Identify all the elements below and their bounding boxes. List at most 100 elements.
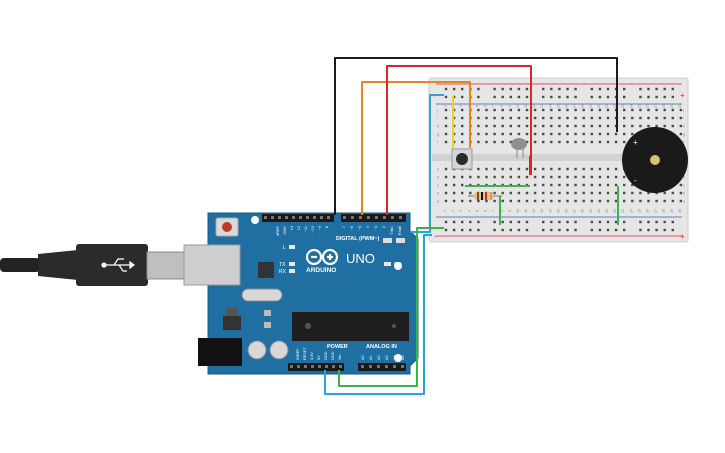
breadboard-hole[interactable] — [606, 167, 610, 171]
breadboard-hole[interactable] — [517, 132, 521, 136]
breadboard-hole[interactable] — [566, 140, 569, 144]
breadboard-hole[interactable] — [509, 199, 512, 203]
breadboard-hole[interactable] — [493, 167, 496, 171]
rail-hole[interactable] — [501, 220, 504, 224]
breadboard-hole[interactable] — [444, 191, 448, 195]
breadboard-hole[interactable] — [566, 132, 569, 136]
breadboard-hole[interactable] — [606, 199, 610, 203]
rail-hole[interactable] — [663, 228, 666, 232]
rail-hole[interactable] — [590, 95, 593, 99]
header-pin[interactable] — [327, 216, 330, 219]
breadboard-hole[interactable] — [517, 108, 521, 112]
breadboard-hole[interactable] — [631, 108, 634, 112]
breadboard-hole[interactable] — [477, 175, 480, 179]
breadboard-hole[interactable] — [542, 199, 545, 203]
breadboard-hole[interactable] — [525, 175, 529, 179]
breadboard-hole[interactable] — [525, 199, 529, 203]
breadboard-hole[interactable] — [452, 191, 456, 195]
breadboard-hole[interactable] — [501, 108, 504, 112]
header-pin[interactable] — [393, 365, 396, 368]
rail-hole[interactable] — [558, 220, 561, 224]
rail-hole[interactable] — [671, 95, 674, 99]
breadboard-hole[interactable] — [647, 116, 650, 120]
rail-hole[interactable] — [444, 220, 448, 224]
rail-hole[interactable] — [558, 95, 561, 99]
rail-hole[interactable] — [461, 95, 464, 99]
header-pin[interactable] — [311, 365, 314, 368]
breadboard-hole[interactable] — [582, 140, 585, 144]
rail-hole[interactable] — [671, 220, 674, 224]
breadboard-hole[interactable] — [501, 175, 504, 179]
breadboard-hole[interactable] — [623, 132, 626, 136]
rail-hole[interactable] — [477, 220, 480, 224]
rail-hole[interactable] — [469, 228, 472, 232]
breadboard-hole[interactable] — [598, 108, 602, 112]
breadboard-hole[interactable] — [655, 199, 658, 203]
breadboard-hole[interactable] — [485, 140, 488, 144]
header-pin[interactable] — [375, 216, 378, 219]
breadboard-hole[interactable] — [485, 132, 488, 136]
header-pin[interactable] — [325, 365, 328, 368]
rail-hole[interactable] — [639, 228, 642, 232]
breadboard-hole[interactable] — [598, 199, 602, 203]
breadboard-hole[interactable] — [606, 140, 610, 144]
breadboard-hole[interactable] — [582, 183, 585, 187]
rail-hole[interactable] — [663, 87, 666, 91]
breadboard-hole[interactable] — [623, 191, 626, 195]
breadboard-hole[interactable] — [461, 116, 464, 120]
rail-hole[interactable] — [623, 87, 626, 91]
breadboard-hole[interactable] — [631, 132, 634, 136]
breadboard-hole[interactable] — [639, 116, 642, 120]
rail-hole[interactable] — [444, 87, 448, 91]
breadboard-hole[interactable] — [582, 108, 585, 112]
header-pin[interactable] — [343, 216, 346, 219]
breadboard-hole[interactable] — [566, 199, 569, 203]
breadboard-hole[interactable] — [671, 124, 674, 128]
breadboard-hole[interactable] — [582, 124, 585, 128]
breadboard-hole[interactable] — [566, 191, 569, 195]
breadboard-hole[interactable] — [663, 191, 666, 195]
breadboard-hole[interactable] — [663, 124, 666, 128]
rail-hole[interactable] — [590, 87, 593, 91]
breadboard-hole[interactable] — [614, 199, 618, 203]
rail-hole[interactable] — [566, 87, 569, 91]
breadboard-hole[interactable] — [606, 175, 610, 179]
breadboard-hole[interactable] — [477, 124, 480, 128]
breadboard-hole[interactable] — [542, 108, 545, 112]
header-pin[interactable] — [367, 216, 370, 219]
rail-hole[interactable] — [647, 228, 650, 232]
header-pin[interactable] — [285, 216, 288, 219]
breadboard-hole[interactable] — [444, 167, 448, 171]
rail-hole[interactable] — [590, 220, 593, 224]
breadboard-hole[interactable] — [558, 132, 561, 136]
breadboard-hole[interactable] — [477, 132, 480, 136]
breadboard-hole[interactable] — [606, 124, 610, 128]
breadboard-hole[interactable] — [582, 175, 585, 179]
breadboard-hole[interactable] — [598, 116, 602, 120]
breadboard-hole[interactable] — [679, 124, 683, 128]
rail-hole[interactable] — [525, 228, 529, 232]
rail-hole[interactable] — [606, 87, 610, 91]
breadboard-hole[interactable] — [461, 191, 464, 195]
breadboard-hole[interactable] — [533, 132, 537, 136]
breadboard-hole[interactable] — [493, 124, 496, 128]
rail-hole[interactable] — [550, 228, 553, 232]
rail-hole[interactable] — [623, 228, 626, 232]
breadboard-hole[interactable] — [631, 199, 634, 203]
breadboard-hole[interactable] — [614, 183, 618, 187]
rail-hole[interactable] — [542, 95, 545, 99]
rail-hole[interactable] — [452, 220, 456, 224]
header-pin[interactable] — [264, 216, 267, 219]
rail-hole[interactable] — [525, 95, 529, 99]
header-pin[interactable] — [401, 365, 404, 368]
rail-hole[interactable] — [493, 228, 496, 232]
rail-hole[interactable] — [606, 95, 610, 99]
breadboard-hole[interactable] — [663, 199, 666, 203]
rail-hole[interactable] — [663, 220, 666, 224]
rail-hole[interactable] — [598, 228, 602, 232]
breadboard-hole[interactable] — [623, 175, 626, 179]
breadboard-hole[interactable] — [647, 191, 650, 195]
breadboard-hole[interactable] — [542, 167, 545, 171]
header-pin[interactable] — [299, 216, 302, 219]
breadboard-hole[interactable] — [558, 108, 561, 112]
